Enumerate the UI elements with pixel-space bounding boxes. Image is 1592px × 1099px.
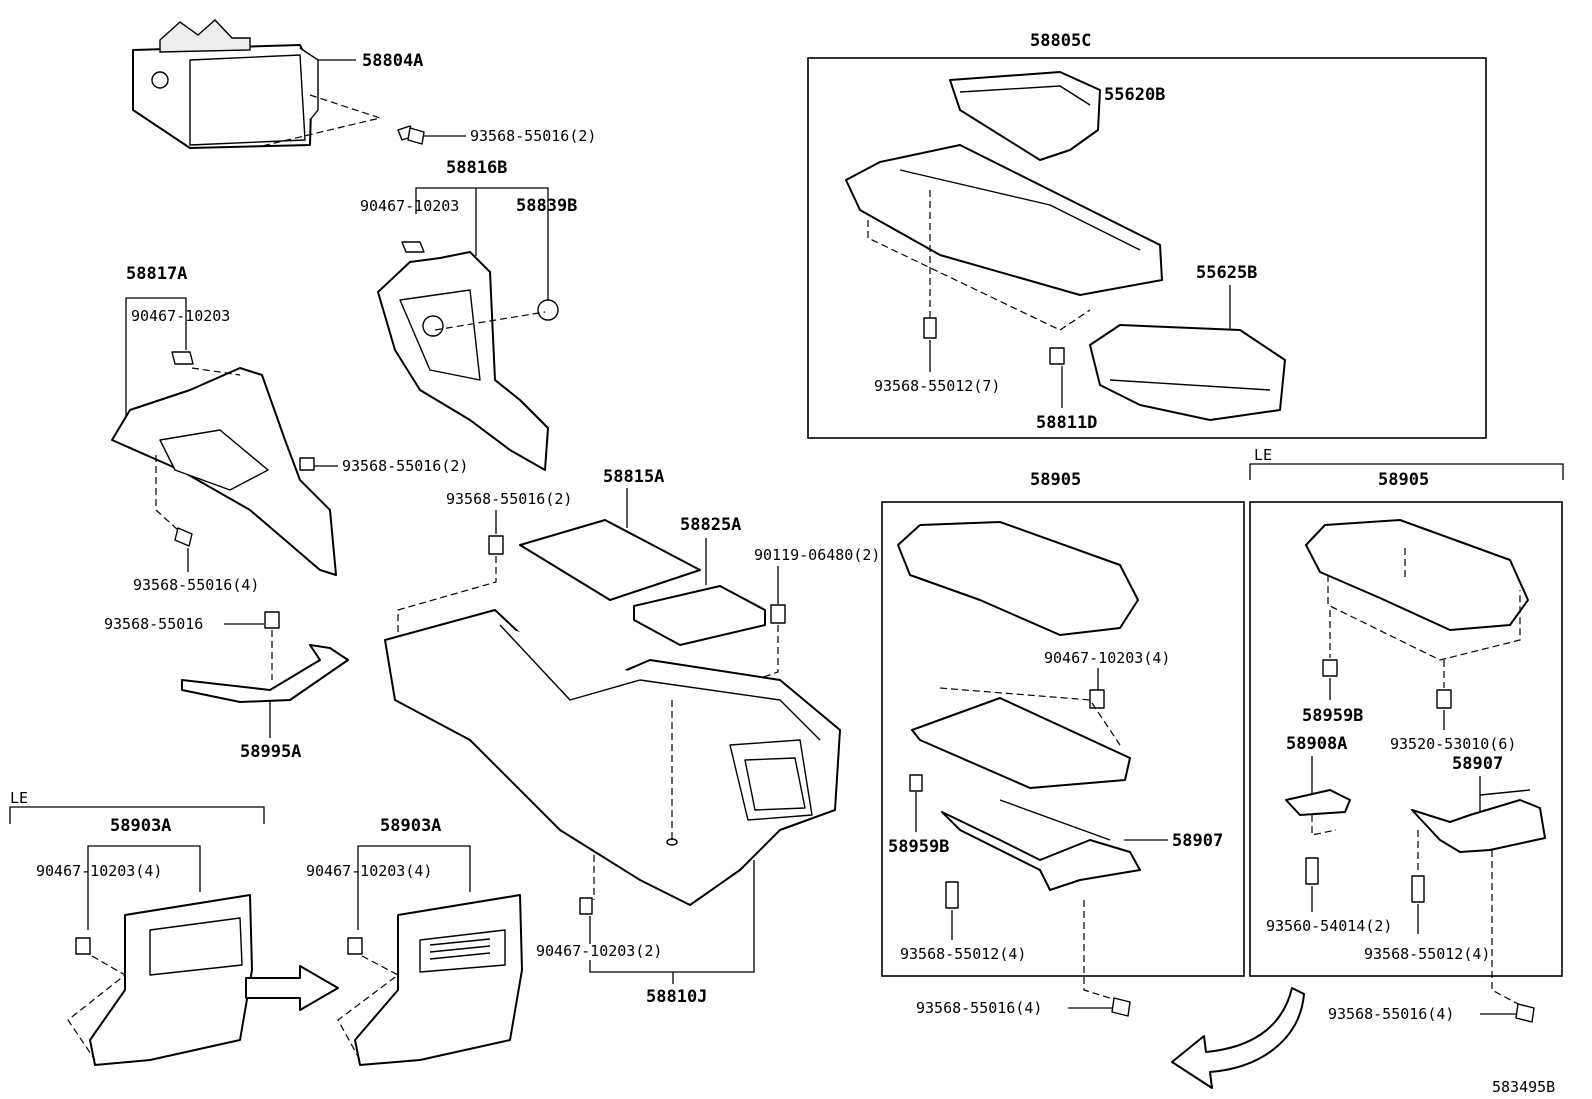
clip-icon [171,351,194,365]
part-58905-armrest-right [1305,519,1529,631]
box-58905-right [1249,501,1563,977]
label-90467-10203-top: 90467-10203 [360,197,459,215]
label-58908A: 58908A [1286,734,1347,754]
label-90467-10203-4-mid: 90467-10203(4) [306,862,432,880]
label-93568-55012-7: 93568-55012(7) [874,377,1000,395]
label-93568-55016-4-left: 93568-55016(4) [133,576,259,594]
label-58903A-left: 58903A [110,816,171,836]
label-58816B: 58816B [446,158,507,178]
label-58905-mid: 58905 [1030,470,1081,490]
label-58905-right: 58905 [1378,470,1429,490]
part-58907-right [1411,789,1546,853]
bolt-icon [770,604,786,624]
diagram-id: 583495B [1492,1078,1555,1096]
label-58815A: 58815A [603,467,664,487]
bolt-icon [299,457,315,471]
bolt-icon [397,125,425,145]
part-58905-hinge-mid [911,697,1131,789]
box-58905-mid [881,501,1245,977]
clip-icon [579,897,593,915]
label-93568-55016-2-top: 93568-55016(2) [470,127,596,145]
clip-icon [1322,659,1338,677]
curved-arrow-icon [1171,987,1305,1089]
label-58825A: 58825A [680,515,741,535]
part-58908A [1285,789,1351,816]
label-93568-55016-2-center: 93568-55016(2) [446,490,572,508]
part-58815A [519,519,701,601]
label-93568-55016-4-right: 93568-55016(4) [1328,1005,1454,1023]
label-90467-10203-left: 90467-10203 [131,307,230,325]
clip-icon [75,937,91,955]
part-55620B [949,71,1101,161]
label-le-right: LE [1254,446,1272,464]
part-58905-armrest-mid [897,521,1139,636]
bolt-icon [264,611,280,629]
bolt-icon [1411,875,1425,903]
clip-icon [347,937,363,955]
bolt-icon [488,535,504,555]
arrow-right-icon [245,965,339,1011]
clip-icon [1089,689,1105,709]
label-93568-55012-4-right: 93568-55012(4) [1364,945,1490,963]
box-58805C [807,57,1487,439]
part-58903A-mid [354,894,523,1066]
part-58817A [111,367,337,576]
bolt-icon [1111,997,1131,1017]
label-58805C: 58805C [1030,31,1091,51]
bolt-icon [1305,857,1319,885]
part-58903A-left [89,894,253,1066]
part-58907-mid [941,799,1141,891]
label-58959B-mid: 58959B [888,837,949,857]
label-93568-55016-4-mid: 93568-55016(4) [916,999,1042,1017]
label-55625B: 55625B [1196,263,1257,283]
part-58810J [384,609,841,906]
label-58995A: 58995A [240,742,301,762]
part-58805C-base [845,144,1163,296]
label-le-left: LE [10,789,28,807]
label-55620B: 55620B [1104,85,1165,105]
label-58839B: 58839B [516,196,577,216]
label-93568-55012-4-mid: 93568-55012(4) [900,945,1026,963]
label-58810J: 58810J [646,987,707,1007]
part-55625B [1089,324,1286,421]
part-58816B [377,251,549,471]
bolt-icon [1436,689,1452,709]
label-90467-10203-4-mid2: 90467-10203(4) [1044,649,1170,667]
part-58825A [633,585,766,646]
bolt-icon [945,881,959,909]
bolt-icon [174,527,193,547]
clip-icon [401,241,425,253]
label-93560-54014-2: 93560-54014(2) [1266,917,1392,935]
label-90467-10203-2: 90467-10203(2) [536,942,662,960]
label-58903A-mid: 58903A [380,816,441,836]
label-58959B-right: 58959B [1302,706,1363,726]
label-90467-10203-4-left: 90467-10203(4) [36,862,162,880]
part-58804A [132,19,319,149]
grommet-icon [537,299,559,321]
clip-icon [909,774,923,792]
part-58995A [181,644,349,703]
label-58811D: 58811D [1036,413,1097,433]
bolt-icon [923,317,937,339]
label-93568-55016-2-left: 93568-55016(2) [342,457,468,475]
label-58804A: 58804A [362,51,423,71]
label-90119-06480-2: 90119-06480(2) [754,546,880,564]
label-58907-mid: 58907 [1172,831,1223,851]
label-58907-right: 58907 [1452,754,1503,774]
clip-icon [1049,347,1065,365]
label-93568-55016-single: 93568-55016 [104,615,203,633]
label-93520-53010-6: 93520-53010(6) [1390,735,1516,753]
bolt-icon [1515,1003,1535,1023]
label-58817A: 58817A [126,264,187,284]
